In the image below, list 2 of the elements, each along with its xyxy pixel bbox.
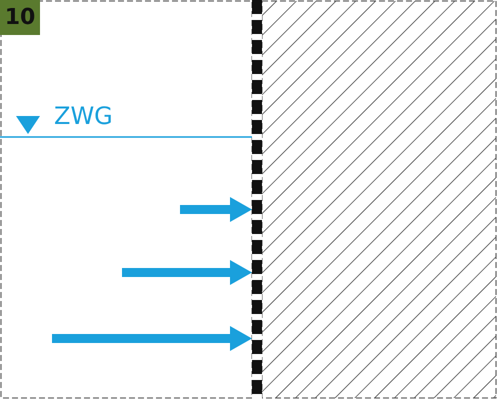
- water-level-label: ZWG: [54, 102, 113, 130]
- figure-number: 10: [0, 0, 40, 35]
